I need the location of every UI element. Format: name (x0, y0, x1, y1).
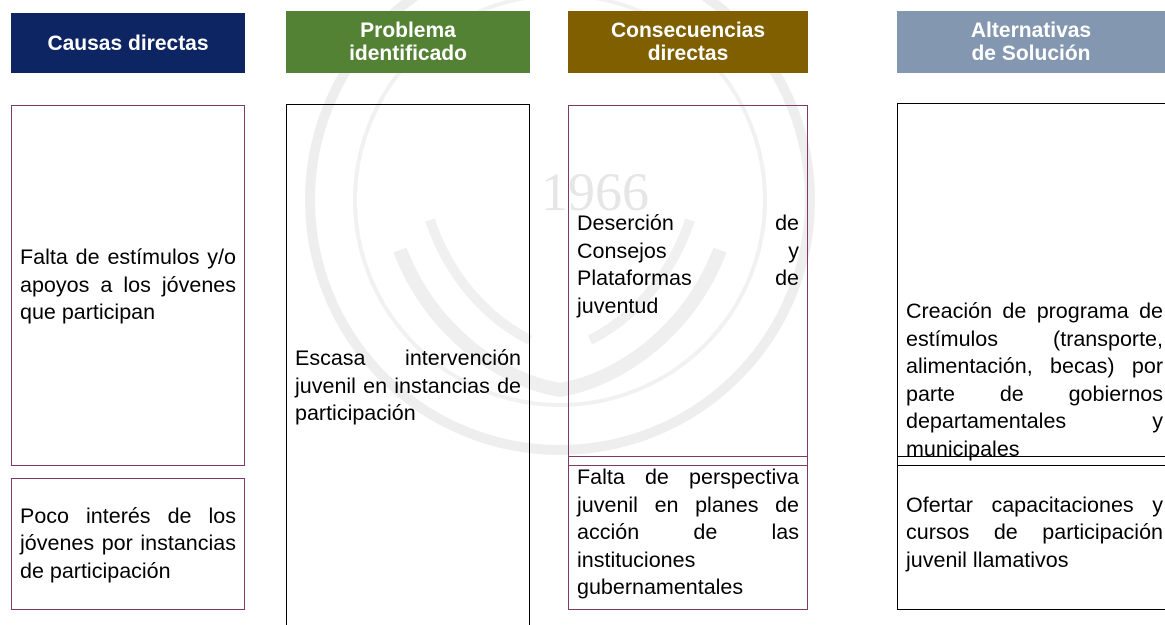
problema-text: Escasa intervención juvenil en instancia… (295, 346, 521, 425)
consecuencia-text-1: Deserción de Consejos y Plataformas de j… (577, 211, 799, 318)
header-causas-label: Causas directas (47, 31, 209, 55)
header-causas-directas: Causas directas (11, 13, 245, 73)
header-problema-identificado: Problema identificado (286, 11, 530, 73)
causa-text-1: Falta de estímulos y/o apoyos a los jóve… (20, 245, 236, 325)
header-alternativas-solucion: Alternativas de Solución (897, 11, 1165, 73)
header-problema-line1: Problema (360, 19, 456, 42)
problema-box: Escasa intervención juvenil en instancia… (286, 104, 530, 625)
alternativa-box-1: Creación de programa de estímulos (trans… (897, 103, 1165, 466)
alternativa-text-1: Creación de programa de estímulos (trans… (906, 299, 1163, 461)
header-alternativas-line1: Alternativas (970, 19, 1092, 42)
header-consecuencias-directas: Consecuencias directas (568, 11, 808, 73)
causa-box-1: Falta de estímulos y/o apoyos a los jóve… (11, 105, 245, 466)
consecuencia-box-2: Falta de perspectiva juvenil en planes d… (568, 456, 808, 610)
header-problema-line2: identificado (349, 42, 467, 65)
consecuencia-text-2: Falta de perspectiva juvenil en planes d… (577, 465, 799, 600)
header-consecuencias-line1: Consecuencias (610, 19, 766, 42)
causa-box-2: Poco interés de los jóvenes por instanci… (11, 478, 245, 610)
causa-text-2: Poco interés de los jóvenes por instanci… (20, 503, 236, 583)
watermark-seal: 1966 (305, 0, 815, 455)
header-consecuencias-line2: directas (647, 42, 729, 65)
header-alternativas-line2: de Solución (971, 42, 1091, 65)
alternativa-box-2: Ofertar capacitaciones y cursos de parti… (897, 456, 1165, 610)
consecuencia-box-1: Deserción de Consejos y Plataformas de j… (568, 105, 808, 466)
watermark-year: 1966 (541, 162, 649, 222)
alternativa-text-2: Ofertar capacitaciones y cursos de parti… (906, 492, 1163, 572)
